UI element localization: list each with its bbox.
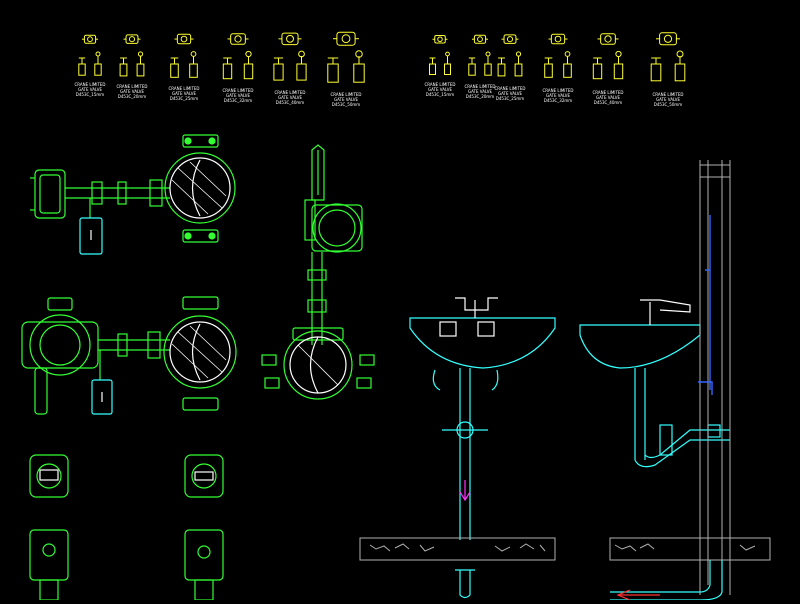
valve-label: CRANE LIMITED GATE VALVE D453C_25mm xyxy=(168,86,200,101)
flowmeter-assembly-middle xyxy=(21,296,237,415)
gate-valve-icon xyxy=(222,33,254,80)
gate-valve-icon xyxy=(544,33,572,78)
wall-section xyxy=(699,160,731,595)
valve-label: CRANE LIMITED GATE VALVE D453C_32mm xyxy=(542,88,574,103)
gate-valve-icon xyxy=(119,34,145,77)
gate-valve-icon xyxy=(170,33,198,78)
gate-valve-icon xyxy=(273,32,307,81)
valve-label: CRANE LIMITED GATE VALVE D453C_15mm xyxy=(424,82,456,97)
gate-valve-icon xyxy=(497,34,523,77)
valve-label: CRANE LIMITED GATE VALVE D453C_40mm xyxy=(592,90,624,105)
gate-valve-icon xyxy=(592,33,624,80)
valve-label: CRANE LIMITED GATE VALVE D453C_20mm xyxy=(464,84,496,99)
valve-label: CRANE LIMITED GATE VALVE D453C_50mm xyxy=(652,92,684,107)
gate-valve-icon xyxy=(327,31,365,83)
gate-valve-icon xyxy=(468,34,492,76)
valve-label: CRANE LIMITED GATE VALVE D453C_20mm xyxy=(116,84,148,99)
gate-valve-icon xyxy=(650,32,686,82)
floor-slab-front xyxy=(359,537,556,561)
gate-valve-icon xyxy=(429,35,451,75)
wash-basin-front-view xyxy=(409,297,556,599)
valve-label: CRANE LIMITED GATE VALVE D453C_25mm xyxy=(494,86,526,101)
gate-valve-icon xyxy=(78,34,102,76)
floor-slab-side xyxy=(609,537,771,561)
supply-pipe-side xyxy=(698,215,713,395)
flowmeter-assembly-top xyxy=(30,134,236,255)
flowmeter-assembly-vertical xyxy=(261,144,375,400)
gate-valve-row-right xyxy=(429,32,686,82)
valve-label: CRANE LIMITED GATE VALVE D453C_50mm xyxy=(330,92,362,107)
wash-basin-side-view xyxy=(579,299,730,468)
valve-label: CRANE LIMITED GATE VALVE D453C_15mm xyxy=(74,82,106,97)
gate-valve-row-left xyxy=(78,31,365,83)
valve-label: CRANE LIMITED GATE VALVE D453C_40mm xyxy=(274,90,306,105)
meter-head-front-views xyxy=(29,454,224,601)
valve-label: CRANE LIMITED GATE VALVE D453C_32mm xyxy=(222,88,254,103)
